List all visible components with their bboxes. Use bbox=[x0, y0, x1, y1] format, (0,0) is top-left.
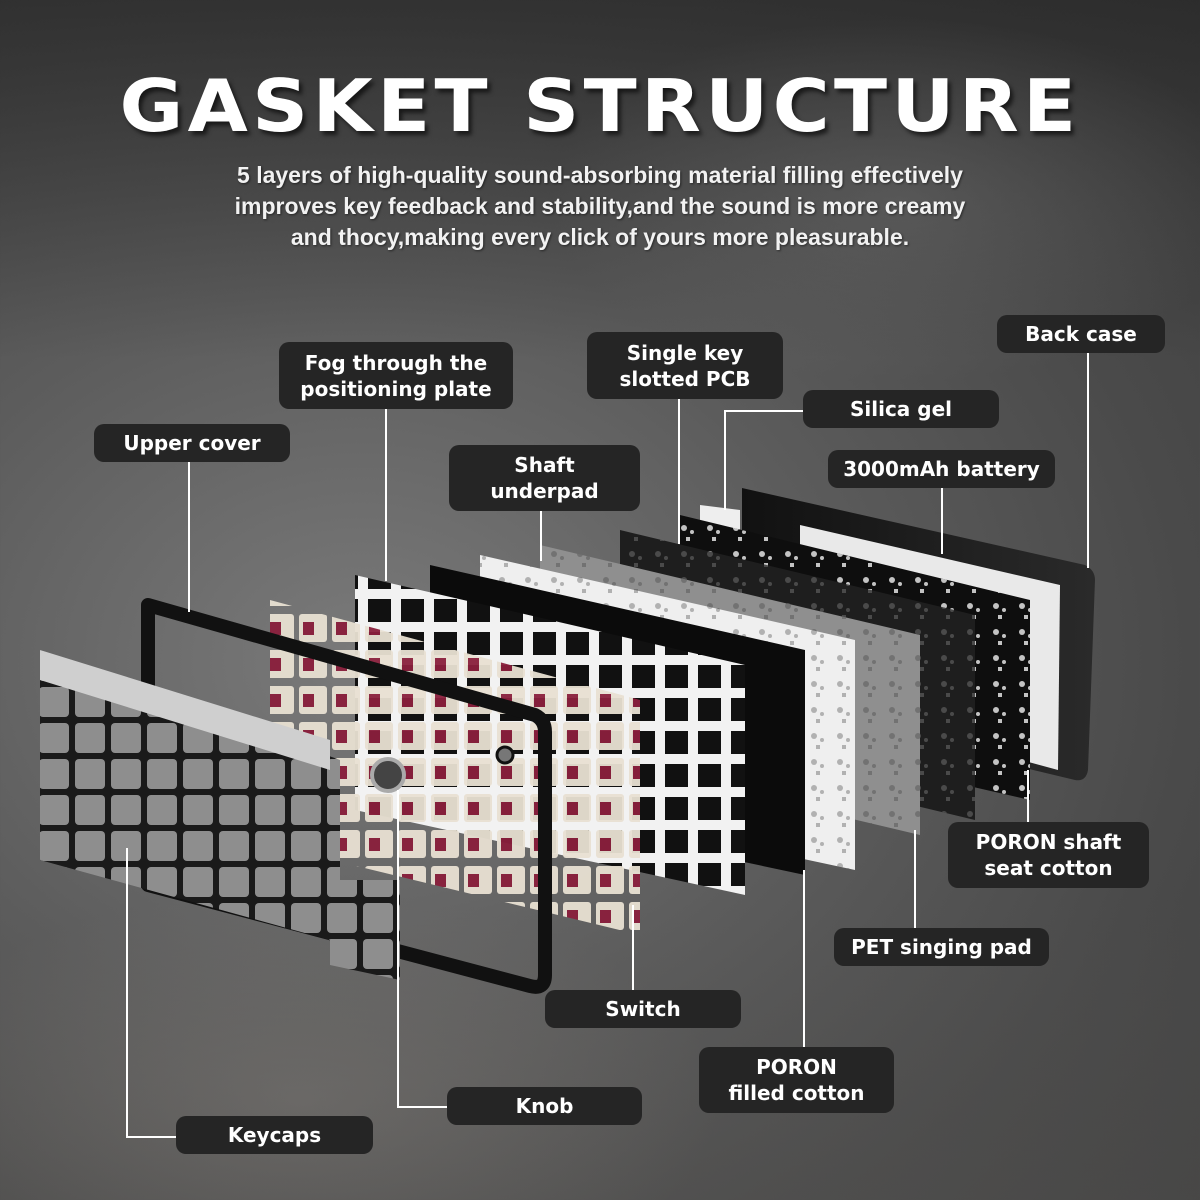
label-pet-pad: PET singing pad bbox=[834, 928, 1049, 966]
knob-shape bbox=[370, 757, 406, 793]
leader-battery bbox=[941, 488, 943, 554]
subtitle-line-1: 5 layers of high-quality sound-absorbing… bbox=[237, 162, 963, 188]
label-upper-cover: Upper cover bbox=[94, 424, 290, 462]
leader-upper-cover bbox=[188, 462, 190, 612]
label-fog-plate: Fog through the positioning plate bbox=[279, 342, 513, 409]
leader-silica-gel-v bbox=[724, 410, 726, 510]
label-back-case: Back case bbox=[997, 315, 1165, 353]
leader-knob-v bbox=[397, 790, 399, 1108]
leader-silica-gel-h bbox=[724, 410, 804, 412]
leader-shaft-underpad bbox=[540, 511, 542, 561]
label-silica-gel: Silica gel bbox=[803, 390, 999, 428]
page-subtitle: 5 layers of high-quality sound-absorbing… bbox=[150, 160, 1050, 253]
leader-single-key-pcb bbox=[678, 399, 680, 544]
leader-back-case bbox=[1087, 353, 1089, 568]
leader-keycaps-v bbox=[126, 848, 128, 1138]
page-title: GASKET STRUCTURE bbox=[119, 64, 1081, 148]
leader-poron-filled bbox=[803, 870, 805, 1047]
leader-fog-plate bbox=[385, 409, 387, 581]
leader-switch bbox=[632, 905, 634, 990]
leader-knob-h bbox=[397, 1106, 447, 1108]
label-poron-shaft: PORON shaft seat cotton bbox=[948, 822, 1149, 888]
subtitle-line-3: and thocy,making every click of yours mo… bbox=[290, 224, 910, 250]
leader-poron-shaft bbox=[1027, 770, 1029, 822]
leader-keycaps-h bbox=[126, 1136, 176, 1138]
label-single-key-pcb: Single key slotted PCB bbox=[587, 332, 783, 399]
label-poron-filled: PORON filled cotton bbox=[699, 1047, 894, 1113]
label-battery: 3000mAh battery bbox=[828, 450, 1055, 488]
leader-pet-pad bbox=[914, 830, 916, 928]
label-switch: Switch bbox=[545, 990, 741, 1028]
subtitle-line-2: improves key feedback and stability,and … bbox=[234, 193, 966, 219]
label-keycaps: Keycaps bbox=[176, 1116, 373, 1154]
label-knob: Knob bbox=[447, 1087, 642, 1125]
label-shaft-underpad: Shaft underpad bbox=[449, 445, 640, 511]
